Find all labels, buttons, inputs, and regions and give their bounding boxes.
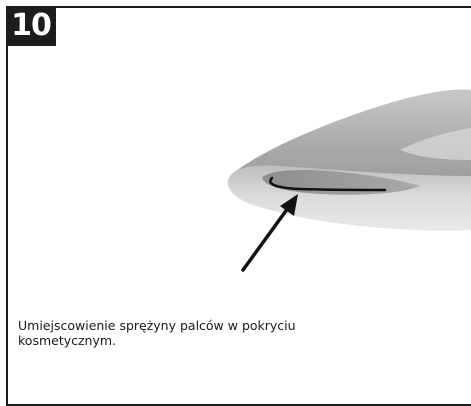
caption-text: Umiejscowienie sprężyny palców w pokryci… [18, 318, 348, 348]
step-number-badge: 10 [6, 6, 56, 46]
